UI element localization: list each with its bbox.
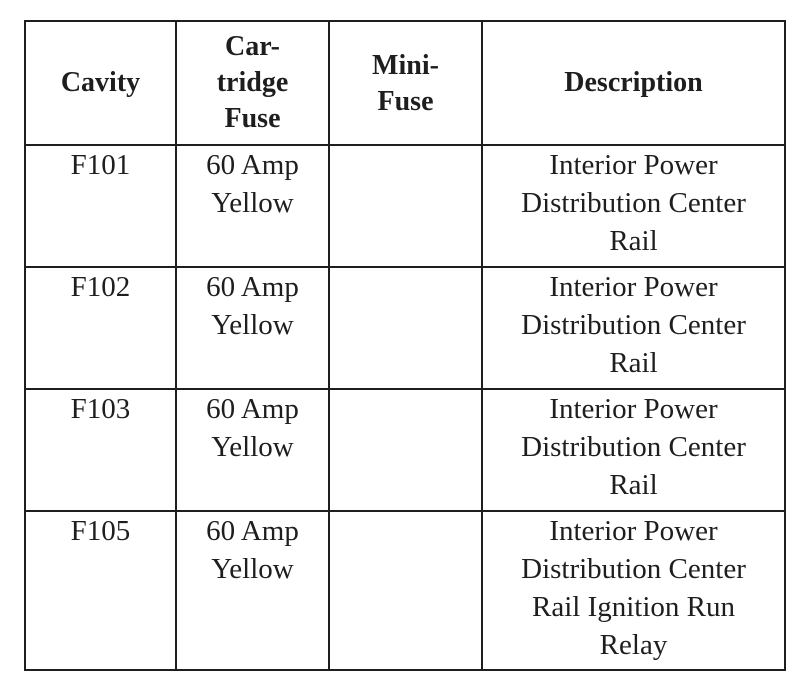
fuse-table: Cavity Car- tridge Fuse Mini- Fuse Descr…: [24, 20, 786, 671]
table-row: F102 60 Amp Yellow Interior Power Distri…: [24, 266, 786, 390]
cell-description: Interior Power Distribution Center Rail: [481, 266, 786, 390]
header-description: Description: [481, 20, 786, 146]
cell-cartridge-fuse: 60 Amp Yellow: [175, 388, 330, 512]
cell-cartridge-fuse: 60 Amp Yellow: [175, 510, 330, 671]
header-mini-fuse: Mini- Fuse: [328, 20, 483, 146]
cell-cavity: F103: [24, 388, 177, 512]
cell-cavity: F101: [24, 144, 177, 268]
cell-mini-fuse: [328, 388, 483, 512]
cell-cavity: F105: [24, 510, 177, 671]
cell-description: Interior Power Distribution Center Rail: [481, 144, 786, 268]
cell-mini-fuse: [328, 144, 483, 268]
header-cavity: Cavity: [24, 20, 177, 146]
header-cartridge-fuse: Car- tridge Fuse: [175, 20, 330, 146]
cell-cavity: F102: [24, 266, 177, 390]
table-row: F105 60 Amp Yellow Interior Power Distri…: [24, 510, 786, 671]
cell-mini-fuse: [328, 266, 483, 390]
header-row: Cavity Car- tridge Fuse Mini- Fuse Descr…: [24, 20, 786, 146]
table-row: F103 60 Amp Yellow Interior Power Distri…: [24, 388, 786, 512]
cell-description: Interior Power Distribution Center Rail: [481, 388, 786, 512]
cell-mini-fuse: [328, 510, 483, 671]
cell-description: Interior Power Distribution Center Rail …: [481, 510, 786, 671]
cell-cartridge-fuse: 60 Amp Yellow: [175, 144, 330, 268]
cell-cartridge-fuse: 60 Amp Yellow: [175, 266, 330, 390]
table-row: F101 60 Amp Yellow Interior Power Distri…: [24, 144, 786, 268]
